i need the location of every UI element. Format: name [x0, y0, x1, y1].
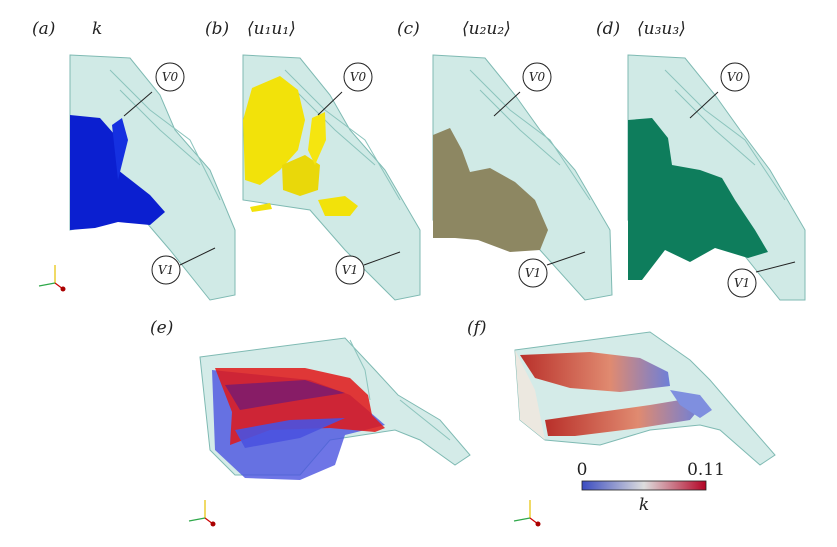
svg-text:V0: V0 — [529, 70, 546, 84]
u3u3-isosurface — [628, 118, 768, 280]
colorbar-max: 0.11 — [687, 460, 725, 480]
callout-v0: V0 — [123, 62, 185, 117]
axes-triad-icon — [188, 499, 217, 528]
svg-text:V1: V1 — [734, 276, 750, 290]
panel-tag: (a) — [32, 19, 55, 39]
callout-v0: V0 — [493, 62, 552, 117]
u1u1-isosurface — [243, 76, 305, 185]
callout-v0: V0 — [317, 62, 373, 116]
panel-tag: (c) — [397, 19, 420, 39]
panel-a: (a) k V0 V1 — [32, 19, 236, 301]
callout-v0: V0 — [689, 62, 750, 119]
panel-tag: (e) — [150, 318, 173, 338]
panel-tag: (d) — [596, 19, 620, 39]
u2u2-isosurface — [433, 128, 548, 252]
vessel-surface — [514, 331, 776, 466]
colorbar: 0 0.11 k — [577, 460, 725, 515]
panel-d: (d) ⟨u₃u₃⟩ V0 V1 — [596, 19, 806, 301]
svg-text:V1: V1 — [158, 263, 174, 277]
axes-triad-icon — [513, 499, 542, 528]
callout-v1: V1 — [335, 251, 401, 285]
k-slice-lower — [545, 400, 700, 436]
callout-v1: V1 — [518, 251, 586, 288]
callout-v1: V1 — [151, 247, 216, 285]
colorbar-label: k — [639, 495, 649, 515]
panel-b: (b) ⟨u₁u₁⟩ V0 V1 — [205, 19, 421, 301]
axes-triad-icon — [38, 264, 67, 293]
panel-tag: (f) — [467, 318, 487, 338]
panel-title: k — [92, 19, 102, 39]
panel-f: (f) 0 0.11 k — [467, 318, 776, 528]
panel-title: ⟨u₂u₂⟩ — [462, 19, 511, 39]
panel-c: (c) ⟨u₂u₂⟩ V0 V1 — [397, 19, 613, 301]
svg-text:V0: V0 — [350, 70, 367, 84]
k-slice-upper — [520, 352, 670, 392]
panel-title: ⟨u₃u₃⟩ — [637, 19, 686, 39]
panel-e: (e) — [150, 318, 471, 528]
svg-text:V0: V0 — [162, 70, 179, 84]
svg-text:V1: V1 — [525, 266, 541, 280]
svg-text:V1: V1 — [342, 263, 358, 277]
colorbar-min: 0 — [577, 460, 588, 480]
callout-v1: V1 — [727, 261, 796, 298]
panel-tag: (b) — [205, 19, 229, 39]
svg-text:V0: V0 — [727, 70, 744, 84]
panel-title: ⟨u₁u₁⟩ — [247, 19, 296, 39]
